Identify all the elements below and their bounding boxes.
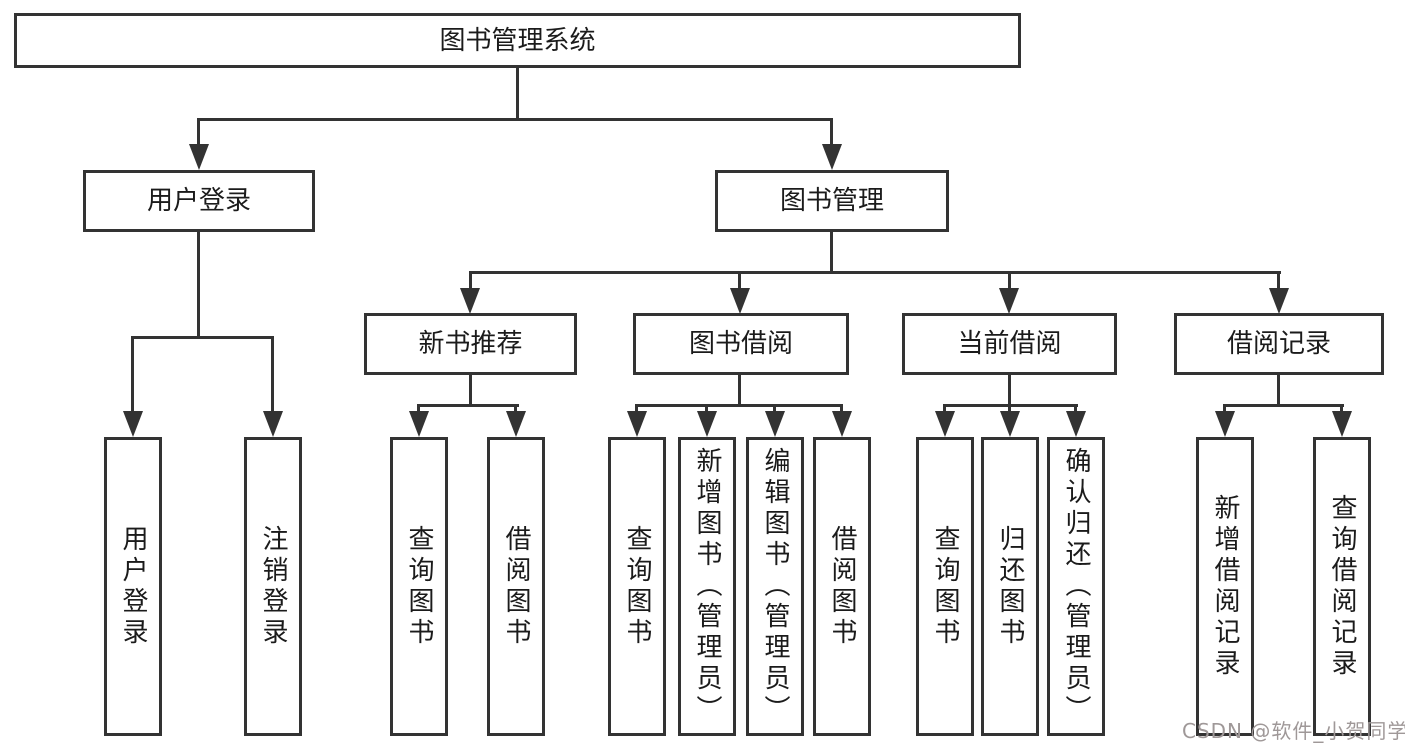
leaf-borrow-books-recommend: 借阅图书	[487, 437, 545, 736]
connector-line	[271, 336, 274, 414]
leaf-return-book: 归还图书	[981, 437, 1039, 736]
connector-line	[197, 118, 833, 121]
connector-line	[131, 336, 274, 339]
connector-line	[1008, 375, 1011, 406]
csdn-watermark: CSDN @软件_小贺同学	[1182, 719, 1405, 743]
connector-line	[1008, 271, 1011, 290]
connector-line	[1223, 404, 1344, 407]
connector-line	[469, 271, 472, 290]
connector-line	[469, 271, 1281, 274]
leaf-query-borrow-record: 查询借阅记录	[1313, 437, 1371, 736]
connector-line	[830, 118, 833, 147]
connector-line	[516, 68, 519, 120]
leaf-query-books-borrowing: 查询图书	[608, 437, 666, 736]
connector-line	[943, 404, 946, 414]
leaf-logout: 注销登录	[244, 437, 302, 736]
arrow-down-icon	[506, 411, 526, 437]
arrow-down-icon	[1332, 411, 1352, 437]
arrow-down-icon	[999, 288, 1019, 314]
arrow-down-icon	[627, 411, 647, 437]
connector-line	[514, 404, 517, 414]
node-root: 图书管理系统	[14, 13, 1021, 68]
arrow-down-icon	[1000, 411, 1020, 437]
connector-line	[840, 404, 843, 414]
leaf-add-borrow-record: 新增借阅记录	[1196, 437, 1254, 736]
arrow-down-icon	[263, 411, 283, 437]
connector-line	[635, 404, 638, 414]
node-new-book-recommendation: 新书推荐	[364, 313, 577, 375]
connector-line	[131, 336, 134, 414]
connector-line	[469, 375, 472, 406]
leaf-query-books-current: 查询图书	[916, 437, 974, 736]
connector-line	[738, 375, 741, 406]
arrow-down-icon	[123, 411, 143, 437]
connector-line	[1277, 375, 1280, 406]
arrow-down-icon	[935, 411, 955, 437]
leaf-edit-book-admin: 编辑图书（管理员）	[746, 437, 804, 736]
arrow-down-icon	[409, 411, 429, 437]
connector-line	[1074, 404, 1077, 414]
connector-line	[1340, 404, 1343, 414]
leaf-user-login: 用户登录	[104, 437, 162, 736]
connector-line	[1277, 271, 1280, 290]
leaf-borrow-books-borrowing: 借阅图书	[813, 437, 871, 736]
arrow-down-icon	[1215, 411, 1235, 437]
node-book-management: 图书管理	[715, 170, 949, 232]
arrow-down-icon	[697, 411, 717, 437]
connector-line	[197, 118, 200, 147]
connector-line	[705, 404, 708, 414]
arrow-down-icon	[460, 288, 480, 314]
node-book-borrowing: 图书借阅	[633, 313, 849, 375]
arrow-down-icon	[1269, 288, 1289, 314]
arrow-down-icon	[832, 411, 852, 437]
connector-line	[773, 404, 776, 414]
leaf-confirm-return-admin: 确认归还（管理员）	[1047, 437, 1105, 736]
arrow-down-icon	[1066, 411, 1086, 437]
leaf-query-books-recommend: 查询图书	[390, 437, 448, 736]
leaf-add-book-admin: 新增图书（管理员）	[678, 437, 736, 736]
connector-line	[738, 271, 741, 290]
arrow-down-icon	[189, 144, 209, 170]
connector-line	[417, 404, 519, 407]
connector-line	[417, 404, 420, 414]
connector-line	[197, 232, 200, 338]
connector-line	[1008, 404, 1011, 414]
connector-line	[635, 404, 843, 407]
arrow-down-icon	[765, 411, 785, 437]
node-borrowing-records: 借阅记录	[1174, 313, 1384, 375]
arrow-down-icon	[730, 288, 750, 314]
connector-line	[1223, 404, 1226, 414]
connector-line	[830, 232, 833, 273]
node-user-login: 用户登录	[83, 170, 315, 232]
arrow-down-icon	[822, 144, 842, 170]
node-current-borrowing: 当前借阅	[902, 313, 1117, 375]
